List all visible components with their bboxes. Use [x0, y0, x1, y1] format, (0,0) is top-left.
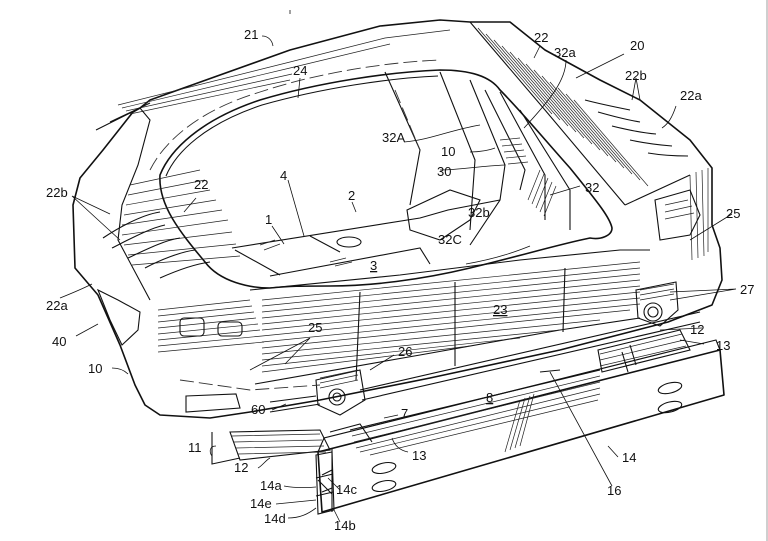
label-20: 20 [630, 38, 644, 53]
label-4: 4 [280, 168, 287, 183]
label-12: 12 [234, 460, 248, 475]
under-panel-7-8 [329, 369, 601, 456]
label-22b: 22b [625, 68, 647, 83]
left-side-panel-22 [95, 107, 241, 346]
label-25: 25 [726, 206, 740, 221]
reference-labels: 21 24 22 32a 20 22b 22a 32A 10 30 32 22b… [46, 27, 754, 533]
leader-lines [59, 10, 737, 523]
label-7: 7 [401, 406, 408, 421]
label-14: 14 [622, 450, 636, 465]
lamp-pockets-left [157, 299, 265, 413]
label-32A: 32A [382, 130, 405, 145]
lamp-pocket-right [654, 189, 701, 241]
hook-bracket-27 [635, 281, 679, 327]
label-40: 40 [52, 334, 66, 349]
label-32b: 32b [468, 205, 490, 220]
label-21: 21 [244, 27, 258, 42]
label-2: 2 [348, 188, 355, 203]
label-26: 26 [398, 344, 412, 359]
label-14b: 14b [334, 518, 356, 533]
label-32a: 32a [554, 45, 576, 60]
label-3: 3 [370, 258, 377, 273]
lower-flange-60 [179, 311, 701, 413]
page-edge-divider [766, 0, 768, 541]
label-10: 10 [441, 144, 455, 159]
hook-bracket-26 [315, 369, 366, 416]
crash-box-right-12 [597, 329, 691, 373]
rear-lower-panel-23 [249, 249, 650, 385]
label-14c: 14c [336, 482, 357, 497]
pillar-30-32 [384, 71, 571, 246]
roof-rail-21 [109, 29, 451, 123]
label-32C: 32C [438, 232, 462, 247]
right-side-panel-22 [469, 21, 709, 261]
bumper-beam-14 [315, 339, 725, 515]
label-60: 60 [251, 402, 265, 417]
label-22: 22 [194, 177, 208, 192]
label-14a: 14a [260, 478, 282, 493]
label-25: 25 [308, 320, 322, 335]
label-22: 22 [534, 30, 548, 45]
label-1: 1 [265, 212, 272, 227]
label-22a: 22a [680, 88, 702, 103]
label-13: 13 [412, 448, 426, 463]
label-12: 12 [690, 322, 704, 337]
label-14e: 14e [250, 496, 272, 511]
label-32: 32 [585, 180, 599, 195]
label-22b: 22b [46, 185, 68, 200]
label-14d: 14d [264, 511, 286, 526]
label-30: 30 [437, 164, 451, 179]
label-22a: 22a [46, 298, 68, 313]
label-13: 13 [716, 338, 730, 353]
label-24: 24 [293, 63, 307, 78]
crash-box-left-12 [211, 429, 331, 465]
label-23: 23 [493, 302, 507, 317]
label-11: 11 [188, 440, 202, 455]
label-16: 16 [607, 483, 621, 498]
label-10: 10 [88, 361, 102, 376]
label-8: 8 [486, 390, 493, 405]
label-27: 27 [740, 282, 754, 297]
floor-panel [231, 199, 501, 277]
